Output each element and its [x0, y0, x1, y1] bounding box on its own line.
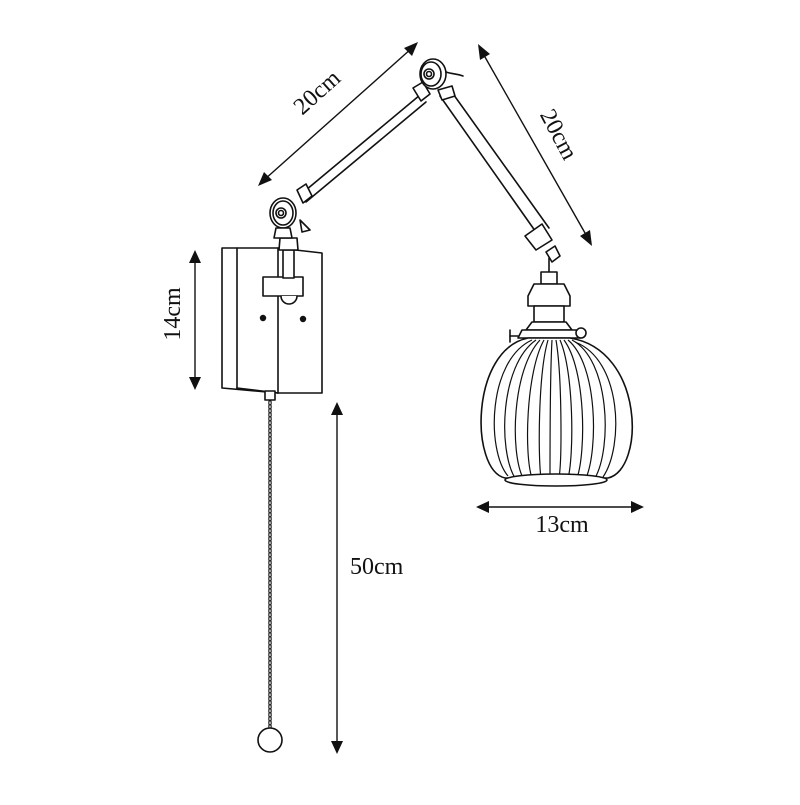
dimension-lower-arm: 20cm — [478, 44, 592, 246]
dimension-shade-width: 13cm — [476, 501, 644, 538]
backplate-height-label: 14cm — [160, 287, 186, 341]
dimension-backplate-height: 14cm — [160, 250, 201, 390]
shoulder-joint — [269, 197, 311, 239]
lower-arm — [439, 90, 561, 273]
shade-width-label: 13cm — [535, 512, 589, 538]
dimension-upper-arm: 20cm — [258, 42, 418, 186]
pull-chain-length-label: 50cm — [350, 554, 404, 580]
wall-backplate — [221, 237, 323, 401]
elbow-joint — [419, 58, 464, 101]
dimension-pull-chain: 50cm — [331, 402, 404, 754]
pull-chain-bead — [257, 727, 283, 753]
glass-shade — [480, 337, 633, 487]
upper-arm-length-label: 20cm — [289, 65, 346, 120]
lamp-socket — [509, 271, 587, 343]
upper-arm — [296, 81, 431, 204]
